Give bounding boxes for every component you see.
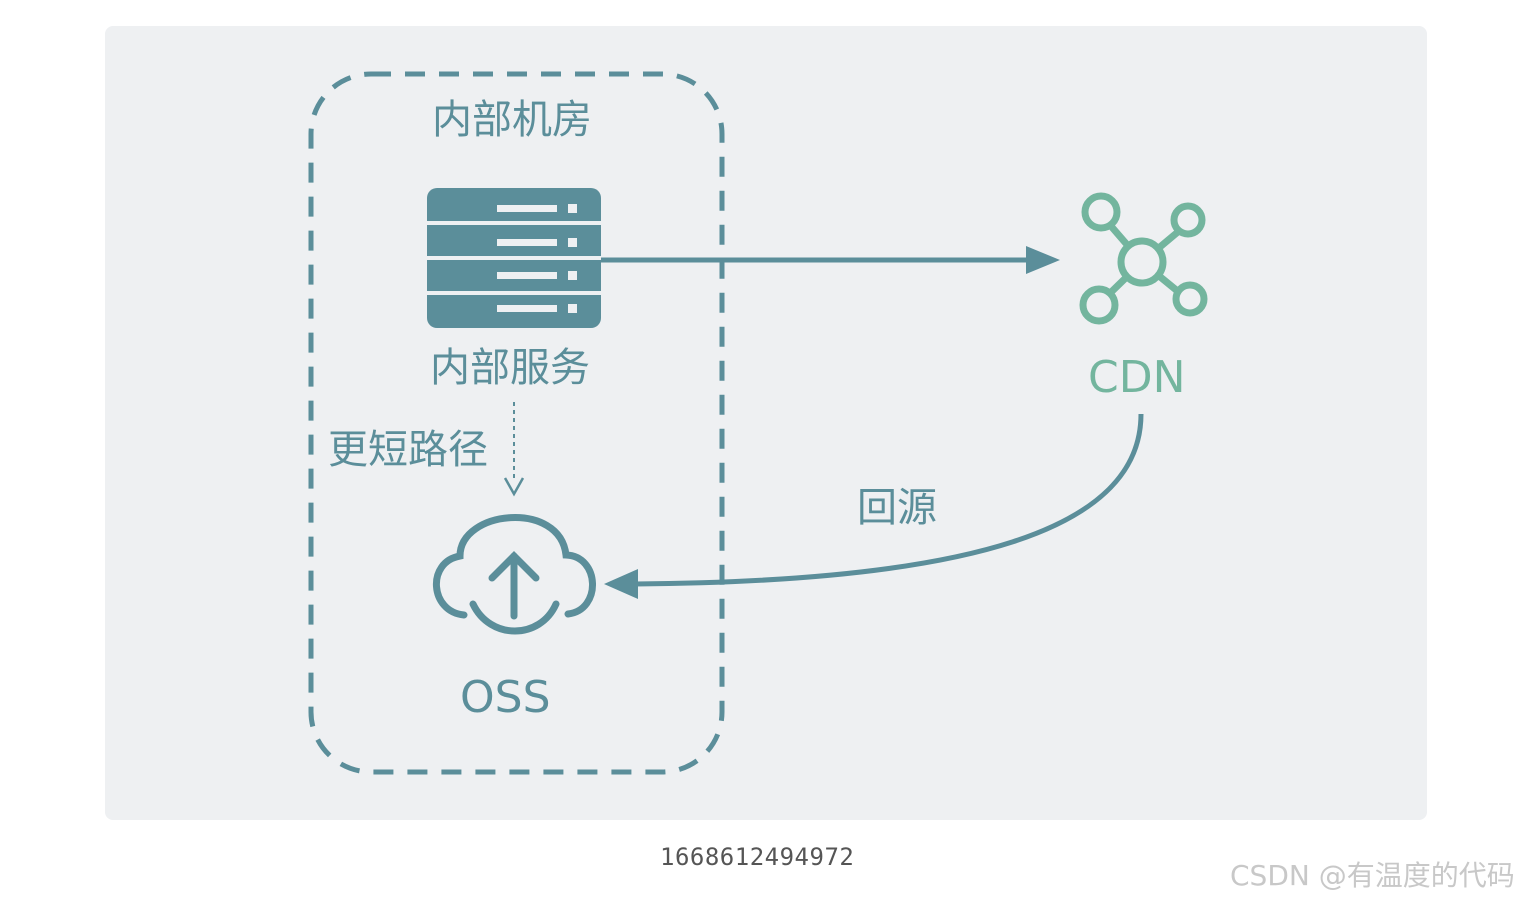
short-path-label: 更短路径	[328, 427, 488, 473]
diagram-panel	[105, 26, 1427, 820]
server-rack-icon	[427, 188, 601, 328]
cloud-upload-icon	[432, 514, 596, 635]
watermark: CSDN @有温度的代码	[1230, 859, 1515, 892]
image-caption: 1668612494972	[660, 843, 855, 871]
short-path-arrow	[503, 402, 525, 497]
network-hub-icon	[1079, 192, 1208, 325]
oss-label: OSS	[460, 672, 551, 723]
service-label: 内部服务	[430, 345, 590, 391]
service-to-cdn-arrow	[601, 246, 1060, 274]
internal-datacenter-zone	[308, 71, 725, 775]
zone-title: 内部机房	[432, 97, 592, 143]
origin-fetch-label: 回源	[857, 485, 937, 531]
origin-fetch-arrow	[604, 413, 1144, 599]
cdn-label: CDN	[1088, 352, 1186, 403]
